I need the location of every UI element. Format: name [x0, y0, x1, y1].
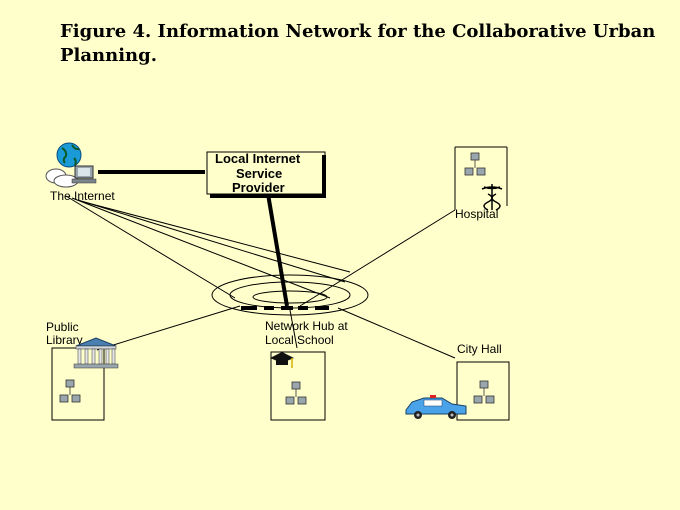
graduation-cap-icon [270, 352, 294, 368]
hub-label-line2: Local School [265, 333, 334, 347]
cityhall-node [405, 361, 510, 421]
hospital-link [299, 209, 456, 307]
internet-icon [45, 142, 97, 188]
caduceus-icon [481, 184, 503, 211]
internet-label: The Internet [50, 189, 115, 203]
isp-label-line1: Local Internet [215, 151, 301, 166]
computer-cluster-icon [473, 380, 495, 404]
police-car-icon [405, 395, 467, 419]
school-node [270, 351, 326, 421]
cityhall-link [337, 307, 456, 359]
library-label-line2: Library [46, 333, 83, 347]
library-building-icon [73, 337, 119, 369]
computer-cluster-icon [285, 381, 307, 405]
library-label-line1: Public [46, 320, 79, 334]
computer-cluster-icon [59, 379, 81, 403]
isp-box: Local Internet Service Provider [206, 151, 326, 198]
hospital-label: Hospital [455, 207, 498, 221]
library-link [96, 305, 241, 351]
figure-title: Figure 4. Information Network for the Co… [60, 21, 656, 66]
cityhall-label: City Hall [457, 342, 502, 356]
hub-label-line1: Network Hub at [265, 319, 348, 333]
internet-to-hub-lines [65, 195, 351, 299]
isp-label-line3: Provider [232, 180, 285, 195]
school-link [289, 309, 298, 349]
isp-label-line2: Service [236, 166, 282, 181]
hospital-node [454, 146, 508, 211]
computer-cluster-icon [464, 152, 486, 176]
hub-dashes [241, 306, 329, 310]
isp-hub-link [266, 193, 289, 307]
library-node [51, 337, 119, 421]
